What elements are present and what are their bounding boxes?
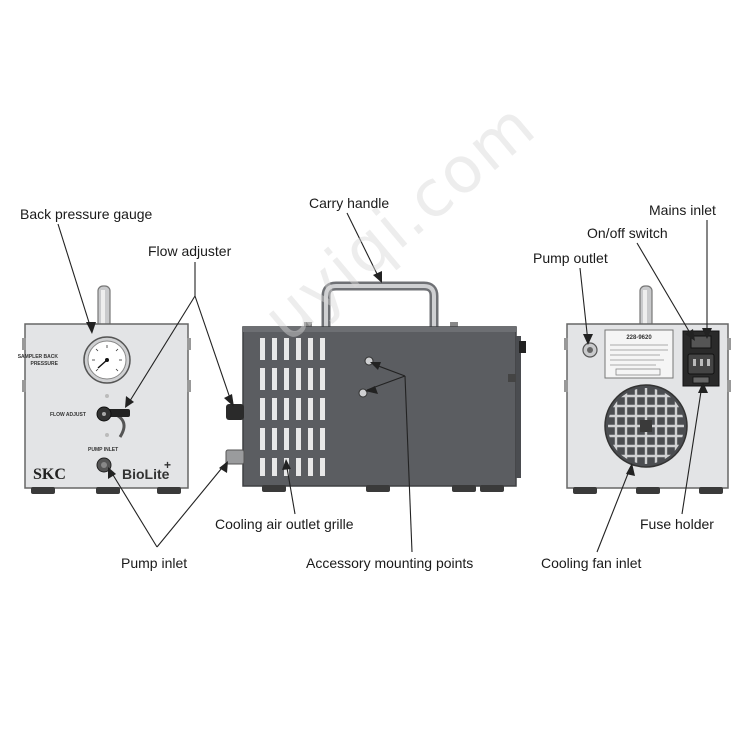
label-carry-handle: Carry handle — [309, 195, 389, 211]
flow-adjust-caption: FLOW ADJUST — [50, 412, 86, 418]
brand-logo: SKC — [33, 466, 66, 483]
label-flow-adjuster: Flow adjuster — [148, 243, 231, 259]
label-accessory-mounting-points: Accessory mounting points — [306, 555, 473, 571]
label-on-off-switch: On/off switch — [587, 225, 668, 241]
accessory-mount-2-icon — [359, 389, 367, 397]
label-pump-inlet: Pump inlet — [121, 555, 187, 571]
label-back-pressure-gauge: Back pressure gauge — [20, 206, 152, 222]
gauge-caption-2: PRESSURE — [30, 361, 58, 367]
product-logo-plus: + — [164, 458, 171, 472]
pump-inlet-caption: PUMP INLET — [88, 447, 118, 453]
label-fuse-holder: Fuse holder — [640, 516, 714, 532]
flow-adjuster-side-icon — [226, 404, 244, 420]
model-number: 228-9620 — [626, 335, 652, 341]
label-cooling-air-outlet-grille: Cooling air outlet grille — [215, 516, 354, 532]
label-pump-outlet: Pump outlet — [533, 250, 608, 266]
label-mains-inlet: Mains inlet — [649, 202, 716, 218]
label-cooling-fan-inlet: Cooling fan inlet — [541, 555, 641, 571]
fuse-holder-icon[interactable] — [693, 377, 709, 383]
pump-inlet-side-icon — [226, 450, 244, 464]
product-logo: BioLite — [122, 466, 170, 482]
pump-outlet-port-icon — [583, 343, 597, 357]
gauge-caption-1: SAMPLER BACK — [18, 354, 59, 360]
back-pressure-gauge-icon — [84, 337, 130, 383]
rating-plate: 228-9620 — [605, 330, 673, 378]
front-unit: SAMPLER BACK PRESSURE FLOW ADJUST PUMP I… — [18, 286, 191, 494]
